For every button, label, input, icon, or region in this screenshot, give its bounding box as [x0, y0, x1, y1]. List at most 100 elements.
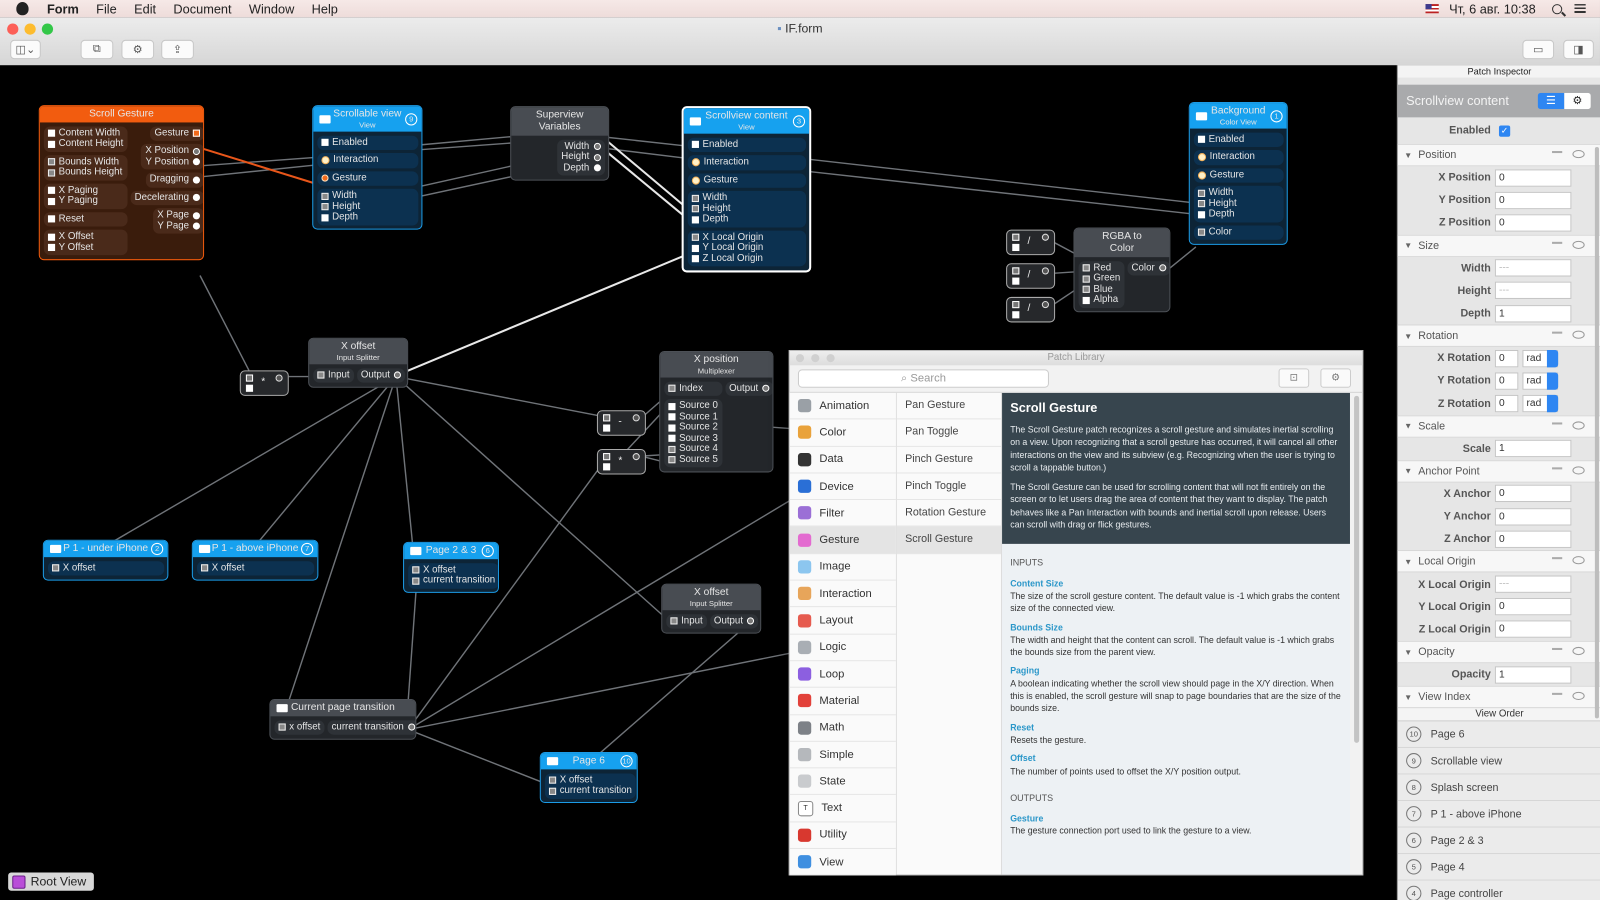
- category-item-gesture[interactable]: Gesture: [789, 527, 896, 554]
- input-port[interactable]: [603, 463, 611, 471]
- share-button[interactable]: ⇪: [161, 39, 194, 60]
- property-field[interactable]: 1: [1494, 304, 1572, 322]
- input-port[interactable]: Y Local Origin: [691, 242, 801, 254]
- port-connector-icon[interactable]: [51, 564, 59, 572]
- unit-select[interactable]: rad: [1522, 394, 1559, 413]
- port-connector-icon[interactable]: [1197, 135, 1205, 144]
- section-view-index[interactable]: ▼View Index: [1397, 685, 1600, 709]
- port-connector-icon[interactable]: [316, 371, 324, 379]
- spotlight-search-icon[interactable]: [1552, 3, 1563, 14]
- port-connector-icon[interactable]: [411, 566, 419, 574]
- port-connector-icon[interactable]: [691, 205, 699, 213]
- port-connector-icon[interactable]: [1082, 285, 1090, 294]
- output-port[interactable]: Output: [361, 369, 402, 381]
- output-port[interactable]: Y Page: [157, 220, 201, 232]
- inspector-toggle-button[interactable]: ◨: [1563, 39, 1594, 60]
- category-item-device[interactable]: Device: [789, 473, 896, 501]
- port-connector-icon[interactable]: [47, 244, 55, 252]
- input-port[interactable]: Source 0: [667, 400, 718, 412]
- input-port[interactable]: current transition: [411, 575, 495, 587]
- port-connector-icon[interactable]: [193, 176, 201, 184]
- inspector-scrollbar[interactable]: [1594, 146, 1599, 719]
- visibility-eye-icon[interactable]: [1572, 556, 1585, 565]
- port-connector-icon[interactable]: [1197, 171, 1206, 180]
- property-field[interactable]: 0: [1494, 349, 1519, 368]
- us-flag-input-icon[interactable]: [1425, 4, 1439, 14]
- output-port[interactable]: [275, 374, 283, 382]
- port-connector-icon[interactable]: [593, 164, 601, 172]
- port-connector-icon[interactable]: [47, 233, 55, 241]
- port-connector-icon[interactable]: [1082, 275, 1090, 283]
- menu-file[interactable]: File: [96, 1, 117, 16]
- input-port[interactable]: Input: [316, 369, 350, 381]
- patch-item[interactable]: Pan Toggle: [896, 420, 1002, 447]
- input-port[interactable]: Alpha: [1082, 294, 1120, 306]
- input-port[interactable]: Interaction: [320, 155, 414, 166]
- port-connector-icon[interactable]: [193, 158, 201, 166]
- operator-node[interactable]: /: [1006, 263, 1056, 289]
- port-connector-icon[interactable]: [1082, 264, 1090, 272]
- patch-library-titlebar[interactable]: Patch Library: [789, 351, 1363, 366]
- port-connector-icon[interactable]: [593, 153, 601, 161]
- property-field[interactable]: 0: [1494, 507, 1572, 526]
- port-connector-icon[interactable]: [691, 141, 699, 149]
- menu-window[interactable]: Window: [248, 1, 295, 16]
- section-size[interactable]: ▼Size: [1397, 234, 1600, 257]
- input-port[interactable]: x offset: [278, 721, 320, 733]
- property-field[interactable]: 0: [1494, 168, 1572, 187]
- port-connector-icon[interactable]: [1197, 210, 1205, 219]
- output-port[interactable]: Color: [1132, 262, 1166, 274]
- input-port[interactable]: X Local Origin: [691, 232, 801, 243]
- input-port[interactable]: Depth: [691, 214, 801, 225]
- port-connector-icon[interactable]: [691, 255, 699, 263]
- input-port[interactable]: Bounds Width: [47, 156, 123, 168]
- publish-pin-icon[interactable]: [1552, 241, 1563, 244]
- output-port[interactable]: Decelerating: [135, 192, 201, 203]
- port-connector-icon[interactable]: [762, 384, 770, 393]
- output-port[interactable]: current transition: [332, 721, 416, 733]
- port-connector-icon[interactable]: [691, 216, 699, 224]
- operator-node[interactable]: /: [1006, 296, 1056, 323]
- output-port[interactable]: X Page: [157, 210, 201, 221]
- property-field[interactable]: 0: [1494, 372, 1519, 390]
- input-port[interactable]: X offset: [200, 562, 310, 574]
- visibility-eye-icon[interactable]: [1572, 646, 1585, 656]
- input-port[interactable]: [1012, 301, 1020, 309]
- disclosure-triangle-icon[interactable]: ▼: [1404, 421, 1413, 431]
- input-port[interactable]: Interaction: [691, 157, 801, 168]
- node-header[interactable]: Superview Variables: [511, 107, 609, 136]
- property-field[interactable]: ---: [1494, 259, 1572, 277]
- port-connector-icon[interactable]: [394, 371, 402, 379]
- category-item-loop[interactable]: Loop: [789, 661, 896, 689]
- input-port[interactable]: Index: [667, 383, 718, 394]
- input-port[interactable]: [245, 374, 254, 382]
- input-port[interactable]: Interaction: [1197, 152, 1279, 163]
- disclosure-triangle-icon[interactable]: ▼: [1404, 647, 1413, 657]
- publish-pin-icon[interactable]: [1552, 467, 1563, 470]
- visibility-eye-icon[interactable]: [1572, 330, 1585, 339]
- input-port[interactable]: [603, 424, 611, 432]
- input-port[interactable]: Enabled: [691, 139, 801, 150]
- port-connector-icon[interactable]: [1197, 153, 1206, 162]
- disclosure-triangle-icon[interactable]: ▼: [1404, 150, 1413, 160]
- node-header[interactable]: RGBA to Color: [1074, 228, 1170, 258]
- preview-button[interactable]: ⊡: [1278, 368, 1310, 388]
- disclosure-triangle-icon[interactable]: ▼: [1404, 331, 1413, 341]
- description-scrollbar[interactable]: [1354, 395, 1360, 743]
- input-port[interactable]: X offset: [548, 774, 631, 786]
- input-port[interactable]: X Offset: [47, 231, 123, 243]
- input-port[interactable]: Source 5: [667, 454, 718, 466]
- publish-pin-icon[interactable]: [1552, 557, 1563, 560]
